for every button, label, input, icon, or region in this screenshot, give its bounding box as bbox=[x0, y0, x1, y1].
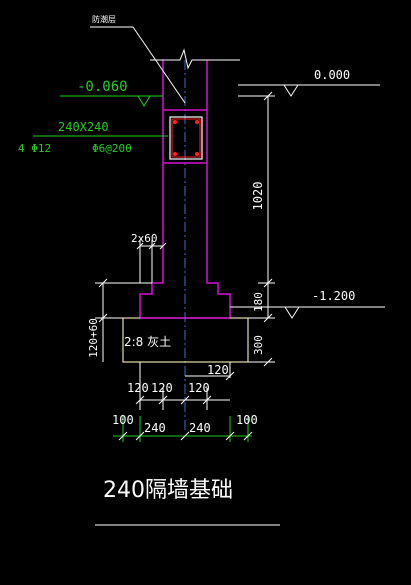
drawing-title: 240隔墙基础 bbox=[103, 478, 233, 503]
lower-horizontal-dims bbox=[113, 416, 252, 442]
beam-callout-label: 防潮层 bbox=[92, 14, 116, 24]
dim-120-a: 120 bbox=[127, 381, 149, 395]
dim-100-right: 100 bbox=[236, 413, 258, 427]
elev-0000: 0.000 bbox=[314, 68, 350, 82]
dim-240-left: 240 bbox=[144, 421, 166, 435]
right-vertical-dims bbox=[248, 91, 275, 367]
dim-120-b: 120 bbox=[151, 381, 173, 395]
dim-2x60: 2x60 bbox=[131, 232, 158, 245]
elev-minus-1200-marker bbox=[230, 306, 385, 319]
lime-soil-label: 2:8 灰土 bbox=[124, 335, 171, 349]
dim-120-60: 120+60 bbox=[87, 318, 100, 358]
stirrup-label: Φ6@200 bbox=[92, 142, 132, 155]
elev-minus-1200: -1.200 bbox=[312, 289, 355, 303]
bottom-offset-dim bbox=[185, 362, 235, 381]
section-size-label: 240X240 bbox=[58, 120, 109, 134]
dim-120-c: 120 bbox=[188, 381, 210, 395]
callout-leader bbox=[90, 26, 186, 104]
lower-dim-ticks bbox=[118, 431, 253, 441]
dim-300: 300 bbox=[252, 335, 265, 355]
break-line bbox=[150, 48, 240, 70]
elev-0000-marker bbox=[238, 84, 380, 97]
dim-180: 180 bbox=[252, 292, 265, 312]
step-dim bbox=[136, 240, 167, 283]
elev-minus-0060: -0.060 bbox=[77, 79, 128, 95]
dim-240-right: 240 bbox=[189, 421, 211, 435]
upper-horizontal-dims bbox=[135, 362, 230, 410]
dim-1020: 1020 bbox=[251, 182, 265, 211]
left-vertical-dim bbox=[95, 278, 152, 362]
main-rebar-label: 4 Φ12 bbox=[18, 142, 51, 155]
green-leaders bbox=[33, 95, 168, 137]
tie-beam-section bbox=[169, 116, 203, 160]
dim-120-right: 120 bbox=[207, 363, 229, 377]
dim-100-left: 100 bbox=[112, 413, 134, 427]
